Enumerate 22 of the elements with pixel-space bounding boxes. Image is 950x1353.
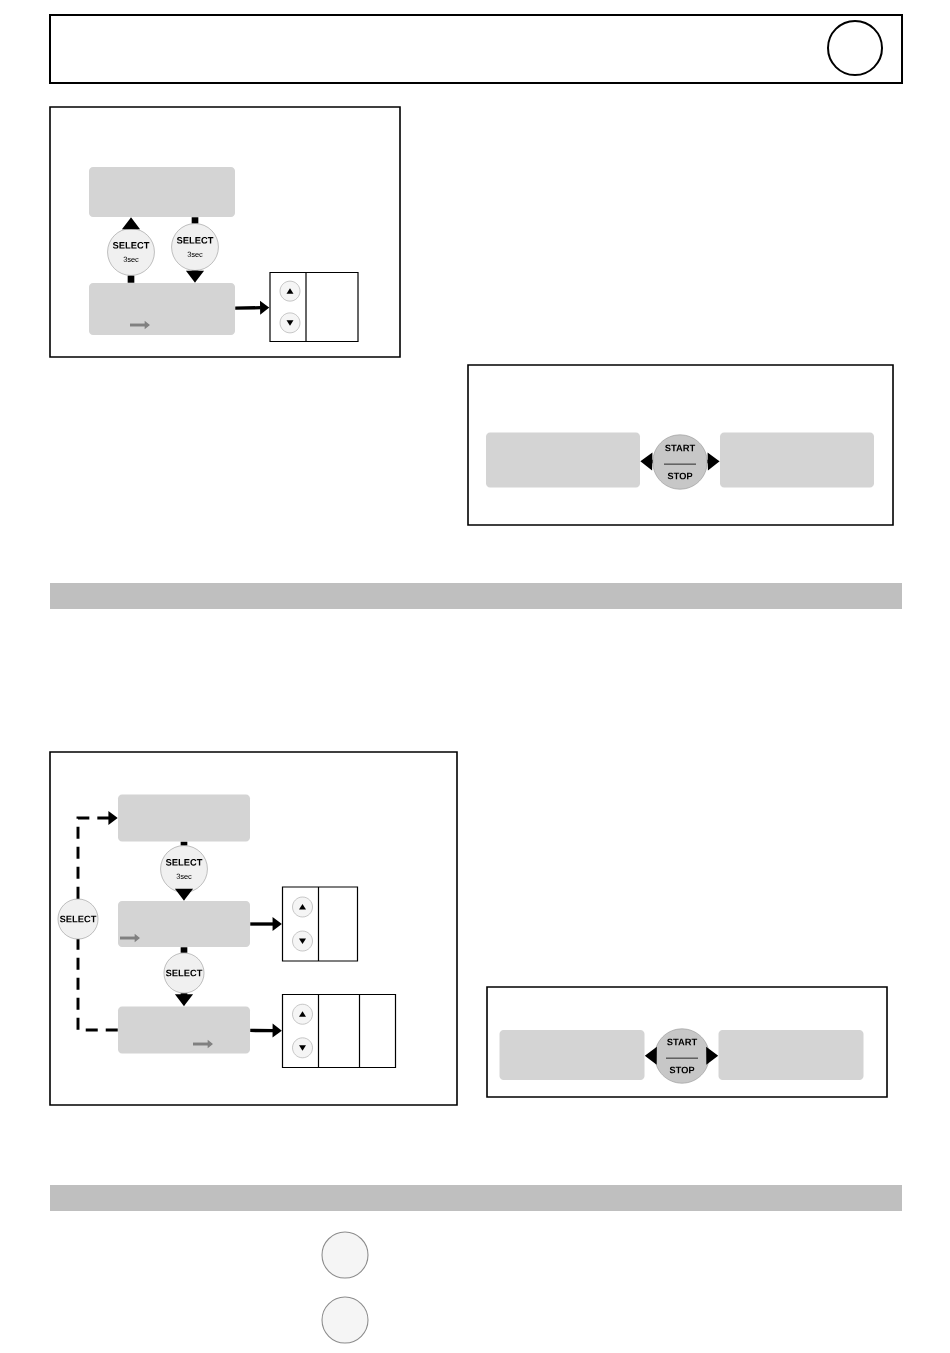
display-screen [89, 167, 235, 217]
button-panel [269, 271, 359, 343]
round-button [321, 1296, 369, 1344]
display-screen [89, 283, 235, 335]
section-bar [50, 583, 902, 609]
connector-line [180, 841, 188, 846]
display-screen [118, 901, 250, 947]
display-screen [499, 1030, 645, 1080]
select-button: SELECT [57, 898, 99, 940]
section-bar [50, 1185, 902, 1211]
display-screen [118, 794, 250, 842]
display-screen [718, 1030, 864, 1080]
start-stop-button: START STOP [652, 434, 708, 490]
display-screen [118, 1006, 250, 1054]
start-stop-button: START STOP [654, 1028, 710, 1084]
button-panel [281, 993, 397, 1069]
display-screen [720, 432, 874, 488]
connector-line [76, 939, 118, 1032]
round-button [321, 1231, 369, 1279]
display-screen [486, 432, 640, 488]
select-button: SELECT [163, 952, 205, 994]
button-panel [281, 886, 359, 962]
